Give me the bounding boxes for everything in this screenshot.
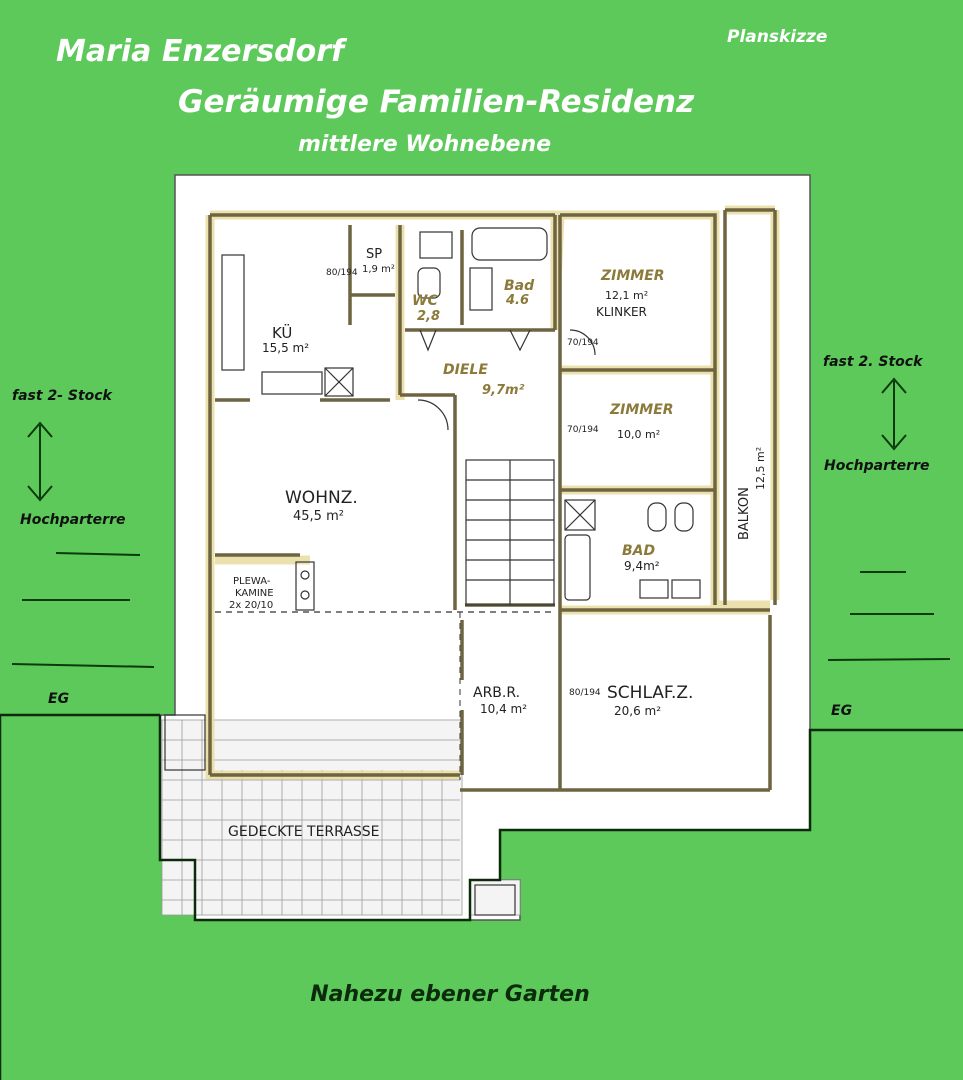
walls — [208, 208, 777, 792]
note-room1: KLINKER — [596, 305, 647, 319]
right-label-ground: EG — [831, 703, 853, 719]
title-main: Geräumige Familien-Residenz — [178, 84, 695, 120]
area-room1: 12,1 m² — [605, 289, 648, 302]
door-mark-2: 70/194 — [567, 338, 599, 348]
door-mark-1: 80/194 — [326, 268, 358, 278]
label-pantry: SP — [366, 247, 382, 262]
door-mark-4: 80/194 — [569, 688, 601, 698]
label-wc: WC — [412, 293, 438, 309]
area-bath-small: 4.6 — [505, 293, 529, 308]
area-study: 10,4 m² — [480, 702, 527, 716]
label-kitchen: KÜ — [272, 323, 292, 342]
label-study: ARB.R. — [473, 685, 520, 701]
label-balcony: BALKON — [737, 487, 752, 540]
area-bedroom: 20,6 m² — [614, 704, 661, 718]
area-balcony: 12,5 m² — [754, 447, 767, 490]
left-label-upper: fast 2- Stock — [12, 388, 112, 404]
area-kitchen: 15,5 m² — [262, 341, 309, 355]
subtitle: mittlere Wohnebene — [298, 132, 552, 157]
right-label-upper: fast 2. Stock — [823, 354, 923, 370]
area-room2: 10,0 m² — [617, 428, 660, 441]
title-location: Maria Enzersdorf — [56, 34, 345, 69]
area-hall: 9,7m² — [482, 383, 525, 398]
left-label-ground: EG — [48, 691, 70, 707]
label-fireplace-1: PLEWA- — [233, 576, 271, 587]
right-level-indicator — [827, 377, 951, 661]
area-bath: 9,4m² — [624, 559, 660, 573]
label-fireplace-3: 2x 20/10 — [229, 600, 273, 611]
label-terrace: GEDECKTE TERRASSE — [228, 824, 380, 840]
label-living: WOHNZ. — [285, 488, 358, 508]
room-labels: KÜ 15,5 m² SP 1,9 m² WC 2,8 Bad 4.6 ZIMM… — [228, 247, 767, 840]
area-wc: 2,8 — [417, 309, 440, 324]
label-room1: ZIMMER — [600, 268, 665, 284]
label-bath: BAD — [622, 543, 655, 559]
corner-label: Planskizze — [727, 27, 828, 47]
fixtures — [164, 227, 701, 916]
garden-boundary — [0, 713, 963, 1080]
label-room2: ZIMMER — [609, 402, 674, 418]
label-bath-small: Bad — [504, 278, 535, 294]
left-level-indicator — [11, 421, 155, 668]
garden-label: Nahezu ebener Garten — [310, 982, 590, 1007]
right-label-lower: Hochparterre — [824, 458, 930, 474]
area-pantry: 1,9 m² — [362, 264, 395, 275]
label-fireplace-2: KAMINE — [235, 588, 274, 599]
label-bedroom: SCHLAF.Z. — [607, 683, 693, 703]
area-living: 45,5 m² — [293, 509, 344, 524]
left-label-lower: Hochparterre — [20, 512, 126, 528]
door-mark-3: 70/194 — [567, 425, 599, 435]
label-hall: DIELE — [443, 362, 488, 378]
